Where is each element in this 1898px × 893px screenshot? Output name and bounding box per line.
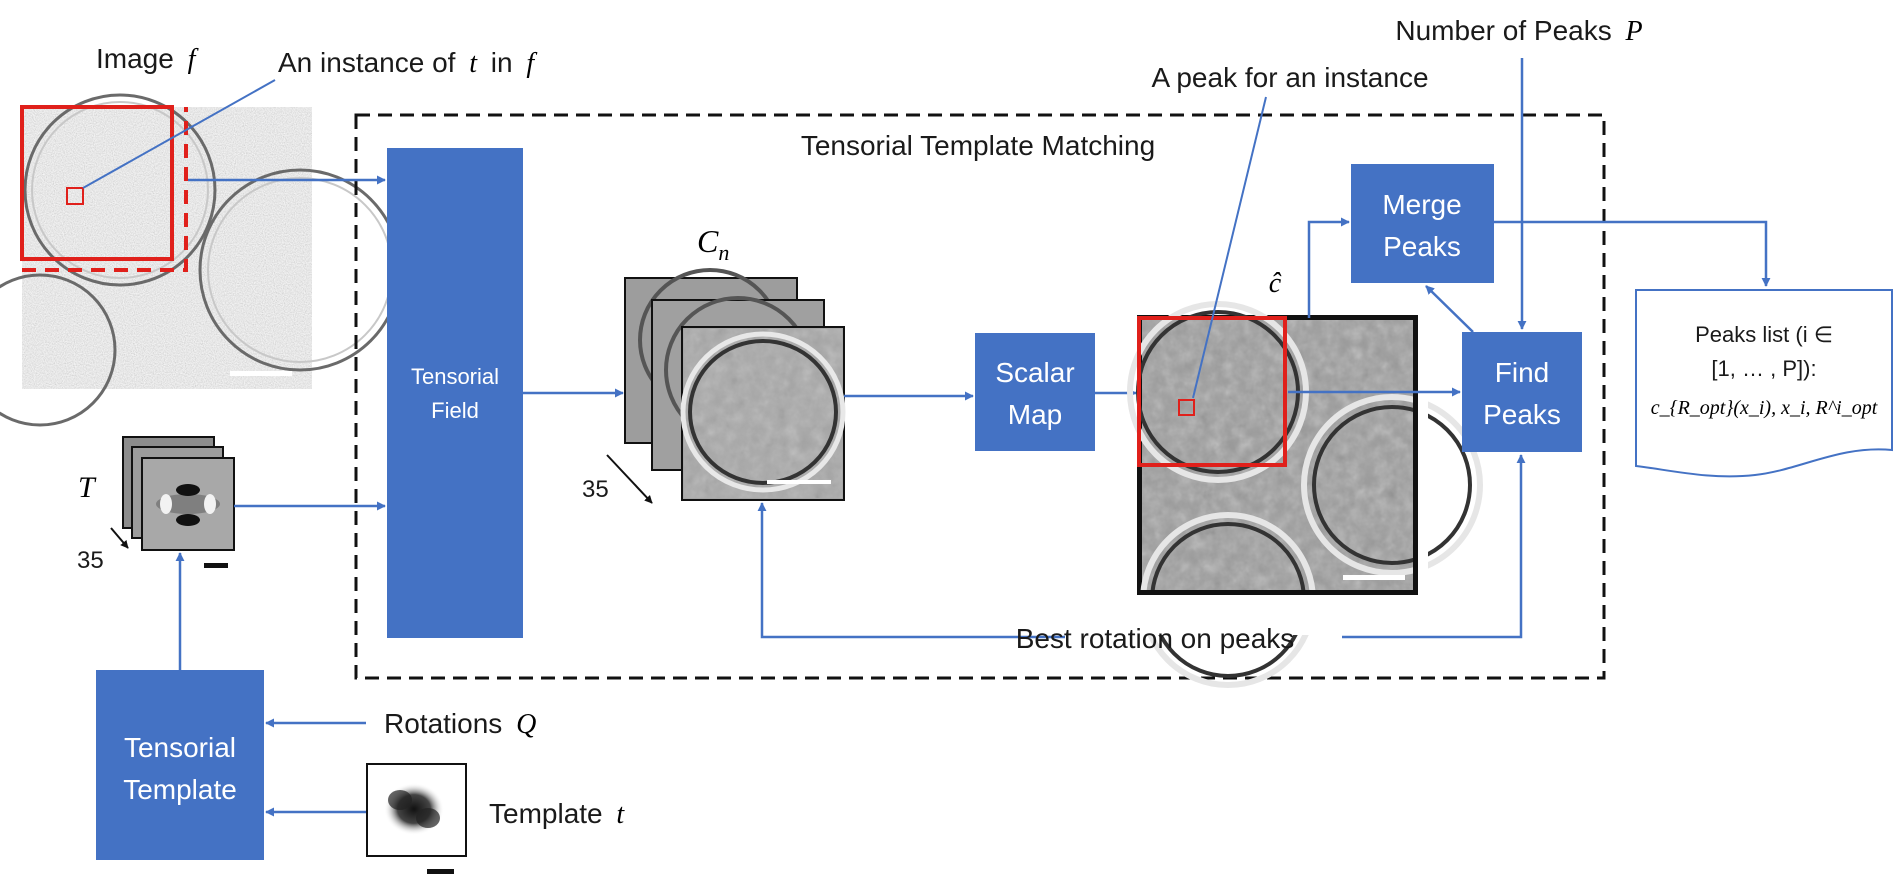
depth-arrow-middle bbox=[606, 454, 653, 504]
ttm-title: Tensorial Template Matching bbox=[801, 130, 1155, 161]
correlation-stack-image bbox=[624, 268, 846, 501]
svg-text:Merge: Merge bbox=[1382, 189, 1461, 220]
document-shape bbox=[1635, 289, 1893, 478]
peaks-list-document: Peaks list (i ∈ [1, … , P]): c_{R_opt}(x… bbox=[1635, 289, 1893, 478]
arrow-best-rotation-to-find bbox=[1342, 454, 1526, 639]
template-t-label: Template t bbox=[489, 798, 625, 830]
chat-scale-bar bbox=[1343, 575, 1405, 580]
chat-frame-bottom bbox=[1137, 590, 1418, 595]
rotations-q-label: Rotations Q bbox=[384, 708, 536, 740]
template-scale-bar bbox=[204, 563, 228, 568]
svg-text:Map: Map bbox=[1008, 399, 1062, 430]
chat-frame-right bbox=[1413, 315, 1418, 595]
svg-text:Find: Find bbox=[1495, 357, 1549, 388]
scalar-map-image bbox=[1127, 301, 1483, 688]
image-f-label: Image f bbox=[96, 43, 199, 75]
svg-text:Tensorial: Tensorial bbox=[124, 732, 236, 763]
svg-text:Tensorial: Tensorial bbox=[411, 364, 499, 389]
template-density-image bbox=[366, 763, 467, 874]
best-rotation-label: Best rotation on peaks bbox=[1016, 623, 1295, 654]
scale-bar bbox=[230, 371, 292, 376]
tensorial-field-box: Tensorial Field bbox=[387, 148, 523, 638]
peak-callout-line bbox=[1192, 96, 1267, 399]
svg-text:Peaks: Peaks bbox=[1383, 231, 1461, 262]
arrow-chat-to-merge bbox=[1307, 217, 1350, 318]
t-var-label: T bbox=[78, 471, 97, 504]
svg-text:Field: Field bbox=[431, 398, 479, 423]
svg-text:Template: Template bbox=[123, 774, 237, 805]
count-35-left: 35 bbox=[77, 547, 104, 574]
ttm-frame bbox=[354, 113, 1606, 680]
count-35-middle: 35 bbox=[582, 476, 609, 503]
peak-instance-label: A peak for an instance bbox=[1151, 62, 1428, 93]
chat-label: ĉ bbox=[1269, 268, 1282, 299]
arrow-best-rotation-to-cn bbox=[757, 502, 1065, 639]
chat-mask-bottom bbox=[1137, 595, 1427, 635]
template-stack-image bbox=[122, 436, 235, 568]
instance-window-dashed bbox=[22, 107, 188, 272]
chat-mask-right bbox=[1418, 310, 1428, 600]
arrow-find-to-merge bbox=[1425, 285, 1474, 333]
merge-peaks-box: Merge Peaks bbox=[1351, 164, 1494, 283]
peaks-list-line3: c_{R_opt}(x_i), x_i, R^i_opt bbox=[1651, 397, 1878, 419]
instance-of-t-label: An instance of t in f bbox=[278, 47, 537, 79]
scalar-map-box: Scalar Map bbox=[975, 333, 1095, 451]
arrow-merge-to-list bbox=[1494, 220, 1771, 287]
cn-label: Cn bbox=[697, 223, 729, 265]
tensorial-template-box: Tensorial Template bbox=[96, 670, 264, 860]
depth-arrow-left bbox=[110, 527, 129, 549]
svg-text:Peaks: Peaks bbox=[1483, 399, 1561, 430]
instance-window bbox=[20, 105, 174, 261]
svg-text:Scalar: Scalar bbox=[995, 357, 1074, 388]
find-peaks-box: Find Peaks bbox=[1462, 332, 1582, 452]
template-t-scale-bar bbox=[427, 869, 454, 874]
number-of-peaks-label: Number of Peaks P bbox=[1395, 15, 1642, 47]
peaks-list-line1: Peaks list (i ∈ bbox=[1695, 322, 1833, 347]
instance-callout-line bbox=[82, 79, 276, 189]
tomogram-image bbox=[0, 93, 402, 427]
cn-scale-bar bbox=[767, 480, 831, 484]
instance-marker bbox=[66, 187, 84, 205]
peaks-list-line2: [1, … , P]): bbox=[1711, 356, 1816, 381]
peak-marker bbox=[1178, 399, 1195, 416]
